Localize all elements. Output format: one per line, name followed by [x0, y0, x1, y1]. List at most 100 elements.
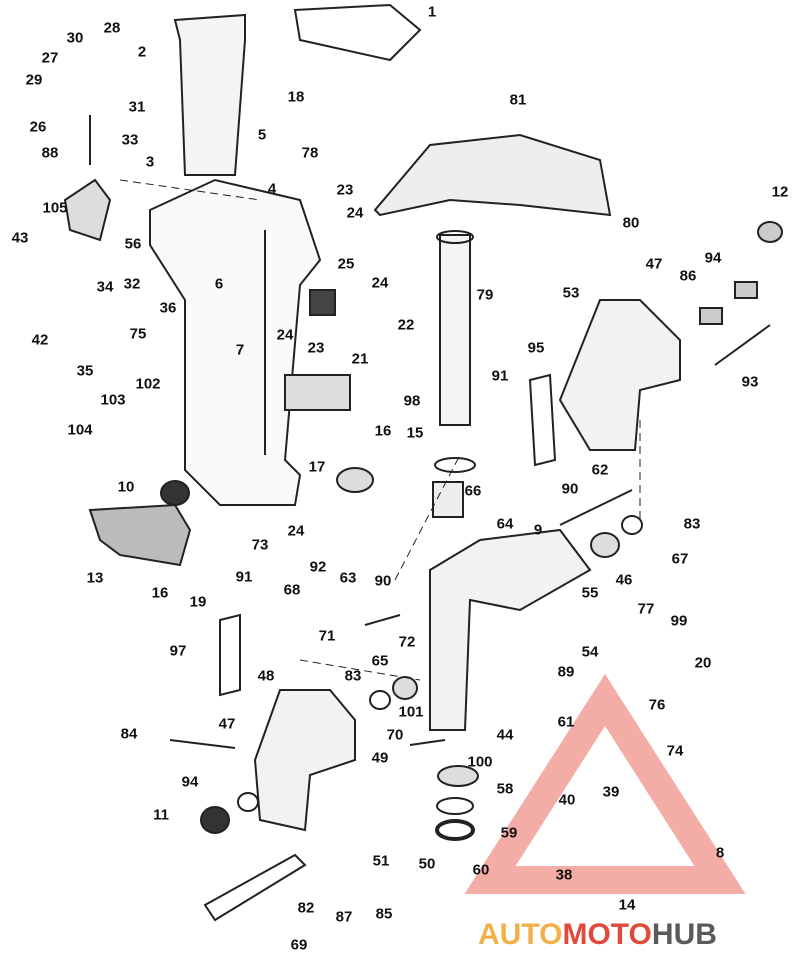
part-label: 23	[336, 181, 354, 199]
part-83-left-bushing	[392, 676, 418, 700]
exhaust-tube	[173, 13, 246, 176]
part-label: 90	[561, 480, 579, 498]
part-label: 103	[100, 391, 126, 409]
part-label: 15	[406, 424, 424, 442]
part-label: 85	[375, 905, 393, 923]
part-label: 62	[591, 461, 609, 479]
part-label: 7	[235, 341, 245, 359]
part-label: 49	[371, 749, 389, 767]
part-label: 84	[120, 725, 138, 743]
part-label: 30	[66, 29, 84, 47]
part-67	[590, 532, 620, 558]
rod-93	[714, 324, 771, 366]
part-label: 98	[403, 392, 421, 410]
part-label: 38	[555, 866, 573, 884]
part-label: 51	[372, 852, 390, 870]
part-label: 86	[679, 267, 697, 285]
part-label: 60	[472, 861, 490, 879]
part-label: 32	[123, 275, 141, 293]
part-59	[436, 797, 474, 815]
part-label: 5	[257, 126, 267, 144]
part-label: 9	[533, 521, 543, 539]
part-label: 3	[145, 153, 155, 171]
part-label: 71	[318, 627, 336, 645]
part-label: 78	[301, 144, 319, 162]
steering-shaft-top	[436, 230, 474, 244]
tilt-tube	[203, 853, 307, 922]
part-label: 61	[557, 713, 575, 731]
part-label: 77	[637, 600, 655, 618]
part-label: 18	[287, 88, 305, 106]
lower-cover	[88, 503, 192, 567]
part-17	[336, 467, 374, 493]
part-label: 72	[398, 633, 416, 651]
part-label: 2	[137, 43, 147, 61]
part-label: 91	[235, 568, 253, 586]
part-label: 92	[309, 558, 327, 576]
part-label: 47	[218, 715, 236, 733]
part-label: 16	[374, 422, 392, 440]
part-label: 35	[76, 362, 94, 380]
part-label: 97	[169, 642, 187, 660]
part-label: 12	[771, 183, 789, 201]
part-label: 67	[671, 550, 689, 568]
part-label: 34	[96, 278, 114, 296]
part-label: 79	[476, 286, 494, 304]
part-label: 24	[276, 326, 294, 344]
part-label: 93	[741, 373, 759, 391]
part-88	[63, 178, 112, 242]
part-label: 50	[418, 855, 436, 873]
part-label: 104	[67, 421, 93, 439]
bushing-66	[432, 481, 464, 518]
part-label: 24	[287, 522, 305, 540]
part-label: 29	[25, 71, 43, 89]
part-label: 42	[31, 331, 49, 349]
part-label: 75	[129, 325, 147, 343]
part-10-bushing	[160, 480, 190, 506]
part-label: 74	[666, 742, 684, 760]
part-label: 1	[427, 3, 437, 21]
part-label: 65	[371, 652, 389, 670]
part-label: 24	[371, 274, 389, 292]
watermark-text: AUTOMOTOHUB	[478, 918, 717, 952]
part-label: 22	[397, 316, 415, 334]
part-label: 24	[346, 204, 364, 222]
part-25	[309, 289, 336, 316]
part-label: 14	[618, 896, 636, 914]
part-label: 58	[496, 780, 514, 798]
part-label: 10	[117, 478, 135, 496]
part-label: 91	[491, 367, 509, 385]
part-label: 28	[103, 19, 121, 37]
watermark-moto: MOTO	[562, 918, 652, 951]
part-label: 26	[29, 118, 47, 136]
part-label: 94	[181, 773, 199, 791]
part-83-right	[621, 515, 643, 535]
part-label: 64	[496, 515, 514, 533]
part-86-a	[734, 281, 758, 299]
part-label: 39	[602, 783, 620, 801]
part-label: 59	[500, 824, 518, 842]
part-label: 6	[214, 275, 224, 293]
part-label: 25	[337, 255, 355, 273]
part-label: 48	[257, 667, 275, 685]
part-label: 73	[251, 536, 269, 554]
part-label: 31	[128, 98, 146, 116]
clamp-bracket-right	[558, 299, 681, 451]
part-label: 95	[527, 339, 545, 357]
part-11	[200, 806, 230, 834]
watermark-hub: HUB	[651, 918, 717, 951]
swivel-bracket	[429, 528, 592, 731]
part-94-left	[237, 792, 259, 812]
adapter-plate	[293, 3, 422, 62]
part-label: 81	[509, 91, 527, 109]
part-label: 80	[622, 214, 640, 232]
part-label: 13	[86, 569, 104, 587]
part-label: 36	[159, 299, 177, 317]
clamp-bracket-left	[253, 689, 356, 832]
part-label: 87	[335, 908, 353, 926]
part-label: 27	[41, 49, 59, 67]
part-label: 19	[189, 593, 207, 611]
part-label: 90	[374, 572, 392, 590]
part-label: 53	[562, 284, 580, 302]
